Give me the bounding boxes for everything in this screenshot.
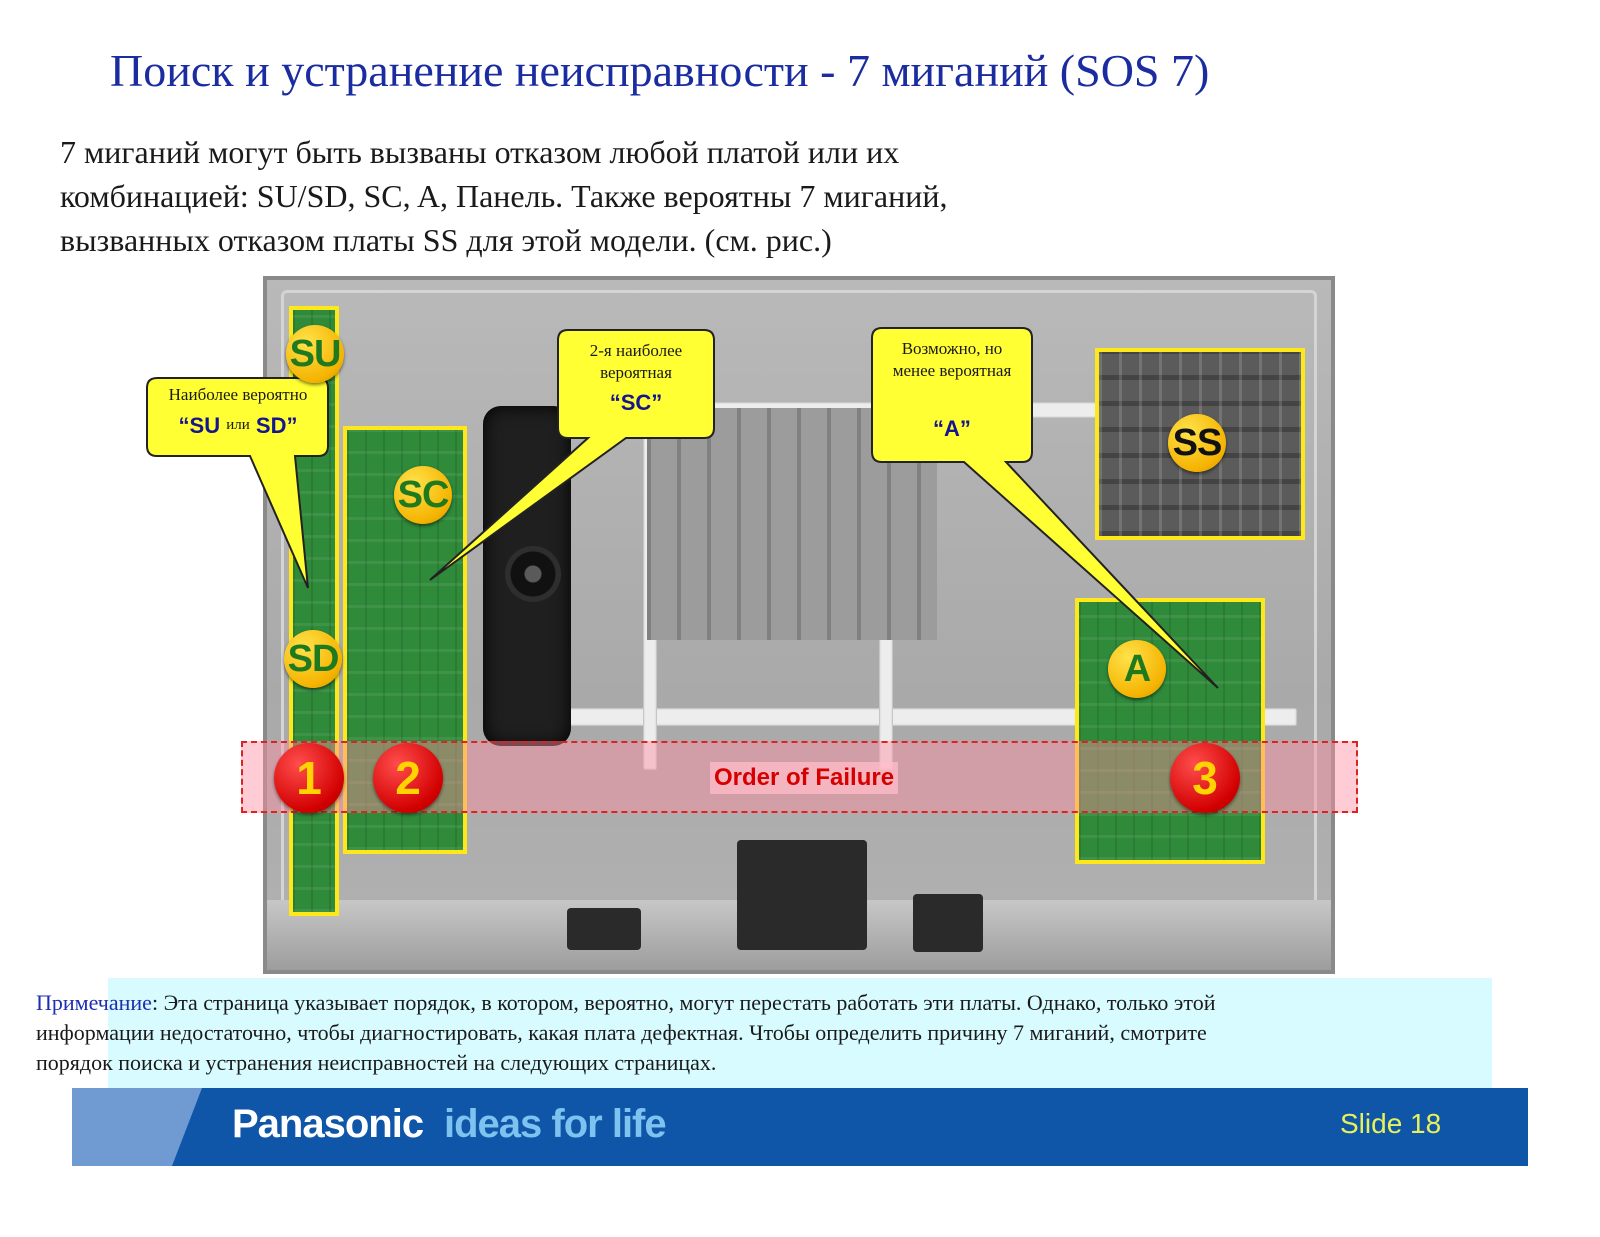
callout-second-shape [429,329,715,581]
callout-possible-board: “A” [933,416,971,441]
note-line: информации недостаточно, чтобы диагности… [36,1020,1207,1045]
speaker-cone [505,546,561,602]
brand-tagline: ideas for life [444,1102,667,1146]
note-lead: Примечание [36,990,152,1015]
note-line: Примечание: Эта страница указывает поряд… [36,988,1486,1018]
callout-board-sd: SD” [255,413,298,438]
note-line: порядок поиска и устранения неисправност… [36,1050,717,1075]
page-title: Поиск и устранение неисправности - 7 миг… [110,45,1210,96]
note-highlight [108,978,1492,1092]
callout-most-likely-boards: “SU или SD” [150,414,326,437]
intro-line: 7 миганий могут быть вызваны отказом люб… [60,134,900,170]
callout-possible: Возможно, но менее вероятная “A” [874,338,1030,440]
slide-number: Slide 18 [1340,1108,1442,1139]
callout-most-likely-text: Наиболее вероятно [168,385,308,404]
callout-most-likely: Наиболее вероятно “SU или SD” [150,384,326,437]
connector-block [913,894,983,952]
footer-wedge-edge [172,1088,202,1166]
callout-board-or: или [226,417,250,433]
callout-most-likely-shape [146,377,329,589]
intro-line: вызванных отказом платы SS для этой моде… [60,222,832,258]
callout-second: 2-я наиболее вероятная “SC” [560,340,712,414]
callout-second-line2: вероятная [600,363,672,382]
footer-bar: Panasonic ideas for life Slide 18 [72,1088,1528,1166]
callout-possible-line2: менее вероятная [892,361,1012,380]
stand-mount [737,840,867,950]
speaker [483,406,571,746]
callout-second-line1: 2-я наиболее [589,341,683,360]
ss-label-badge: SS [1168,414,1226,472]
callout-second-board: “SC” [609,390,663,415]
note-line1-text: : Эта страница указывает порядок, в кото… [151,990,1216,1015]
callout-board-su: “SU [178,413,221,438]
callout-possible-line1: Возможно, но [901,339,1003,358]
sd-label-badge: SD [284,630,342,688]
footer-wedge [72,1088,172,1166]
failure-order-3: 3 [1170,743,1240,813]
intro-paragraph: 7 миганий могут быть вызваны отказом люб… [60,130,1260,262]
a-label-badge: A [1108,640,1166,698]
note-paragraph: Примечание: Эта страница указывает поряд… [36,988,1486,1078]
failure-order-2: 2 [373,743,443,813]
failure-order-1: 1 [274,743,344,813]
callout-possible-shape [871,327,1219,689]
power-board [647,408,937,640]
brand-logo-text: Panasonic [232,1102,424,1146]
sc-label-badge: SC [394,466,452,524]
order-of-failure-label: Order of Failure [710,762,899,794]
intro-line: комбинацией: SU/SD, SC, A, Панель. Также… [60,178,948,214]
connector-block [567,908,641,950]
su-label-badge: SU [286,325,344,383]
